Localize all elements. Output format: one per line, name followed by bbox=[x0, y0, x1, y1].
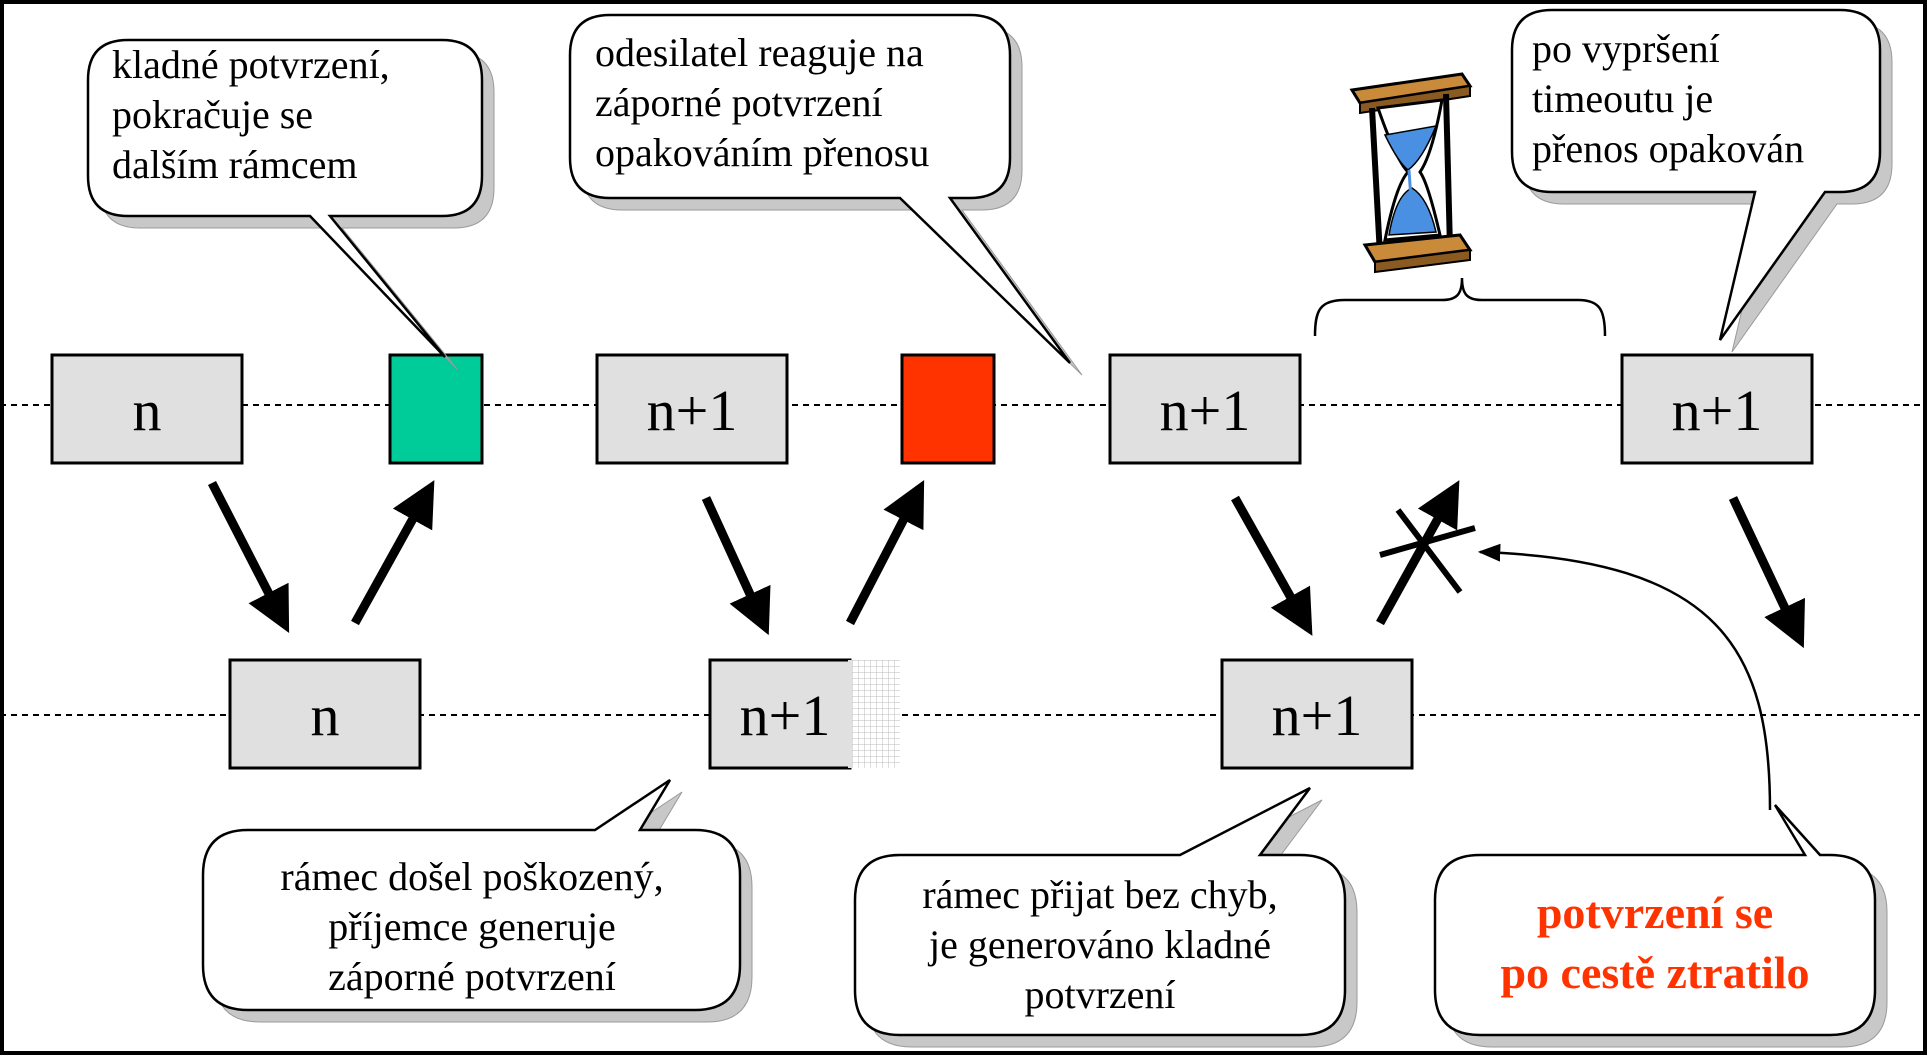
lost-cross-icon bbox=[1379, 508, 1476, 594]
callout-positive-ack-text: kladné potvrzení, pokračuje se dalším rá… bbox=[112, 42, 390, 187]
ack-transmission-arrow bbox=[351, 480, 435, 626]
callout-line: potvrzení se bbox=[1537, 887, 1773, 938]
sender-frame-label: n+1 bbox=[647, 378, 738, 443]
sender-frame: n+1 bbox=[1108, 353, 1302, 465]
frame-transmission-arrow bbox=[1728, 496, 1805, 649]
damaged-frame-texture bbox=[848, 660, 900, 768]
callout-line: odesilatel reaguje na bbox=[595, 30, 924, 75]
callout-ack-lost-text: potvrzení se po cestě ztratilo bbox=[1500, 887, 1809, 998]
callout-line: opakováním přenosu bbox=[595, 130, 929, 175]
callout-line: přenos opakován bbox=[1532, 126, 1804, 171]
callout-line: příjemce generuje bbox=[328, 904, 616, 949]
callout-damaged bbox=[201, 778, 742, 1012]
callout-line: rámec došel poškozený, bbox=[280, 854, 663, 899]
hourglass-icon bbox=[1349, 72, 1473, 274]
sender-frame: n+1 bbox=[595, 353, 789, 465]
callout-line: kladné potvrzení, bbox=[112, 42, 390, 87]
frame-transmission-arrow bbox=[207, 480, 290, 634]
callout-negative-ack-text: odesilatel reaguje na záporné potvrzení … bbox=[595, 30, 929, 175]
callout-line: po vypršení bbox=[1532, 26, 1720, 71]
ack-lost-pointer-arrow bbox=[1477, 543, 1772, 811]
callout-line: záporné potvrzení bbox=[328, 954, 616, 999]
receiver-frame: n bbox=[228, 658, 422, 770]
callout-timeout bbox=[1510, 8, 1882, 341]
lost-ack-arrow bbox=[1376, 480, 1460, 626]
callout-line: potvrzení bbox=[1024, 972, 1175, 1017]
callout-line: dalším rámcem bbox=[112, 142, 357, 187]
ack-transmission-arrow bbox=[846, 480, 925, 626]
negative-ack-box bbox=[900, 353, 996, 465]
callout-positive-ack bbox=[86, 38, 484, 358]
positive-ack-box bbox=[388, 353, 484, 465]
callout-line: rámec přijat bez chyb, bbox=[922, 872, 1277, 917]
callout-received-ok bbox=[853, 786, 1347, 1037]
callout-line: timeoutu je bbox=[1532, 76, 1713, 121]
callout-damaged-text: rámec došel poškozený, příjemce generuje… bbox=[280, 854, 663, 999]
receiver-frame: n+1 bbox=[708, 658, 852, 770]
callout-timeout-text: po vypršení timeoutu je přenos opakován bbox=[1532, 26, 1804, 171]
sender-frame-label: n+1 bbox=[1160, 378, 1251, 443]
sender-frame-label: n+1 bbox=[1672, 378, 1763, 443]
callout-line: po cestě ztratilo bbox=[1500, 947, 1809, 998]
callout-line: pokračuje se bbox=[112, 92, 313, 137]
callout-line: záporné potvrzení bbox=[595, 80, 883, 125]
callout-line: je generováno kladné bbox=[927, 922, 1271, 967]
receiver-frame-label: n+1 bbox=[740, 683, 831, 748]
callout-received-ok-text: rámec přijat bez chyb, je generováno kla… bbox=[922, 872, 1277, 1017]
sender-frame: n+1 bbox=[1620, 353, 1814, 465]
timeout-bracket bbox=[1313, 277, 1607, 337]
receiver-frame: n+1 bbox=[1220, 658, 1414, 770]
frame-transmission-arrow bbox=[1231, 495, 1313, 636]
sender-frame-label: n bbox=[133, 378, 162, 443]
callout-ack-lost bbox=[1433, 804, 1877, 1037]
receiver-frame-label: n bbox=[311, 683, 340, 748]
sender-frame: n bbox=[50, 353, 244, 465]
frame-transmission-arrow bbox=[701, 496, 771, 636]
callout-negative-ack bbox=[568, 13, 1072, 364]
receiver-frame-label: n+1 bbox=[1272, 683, 1363, 748]
